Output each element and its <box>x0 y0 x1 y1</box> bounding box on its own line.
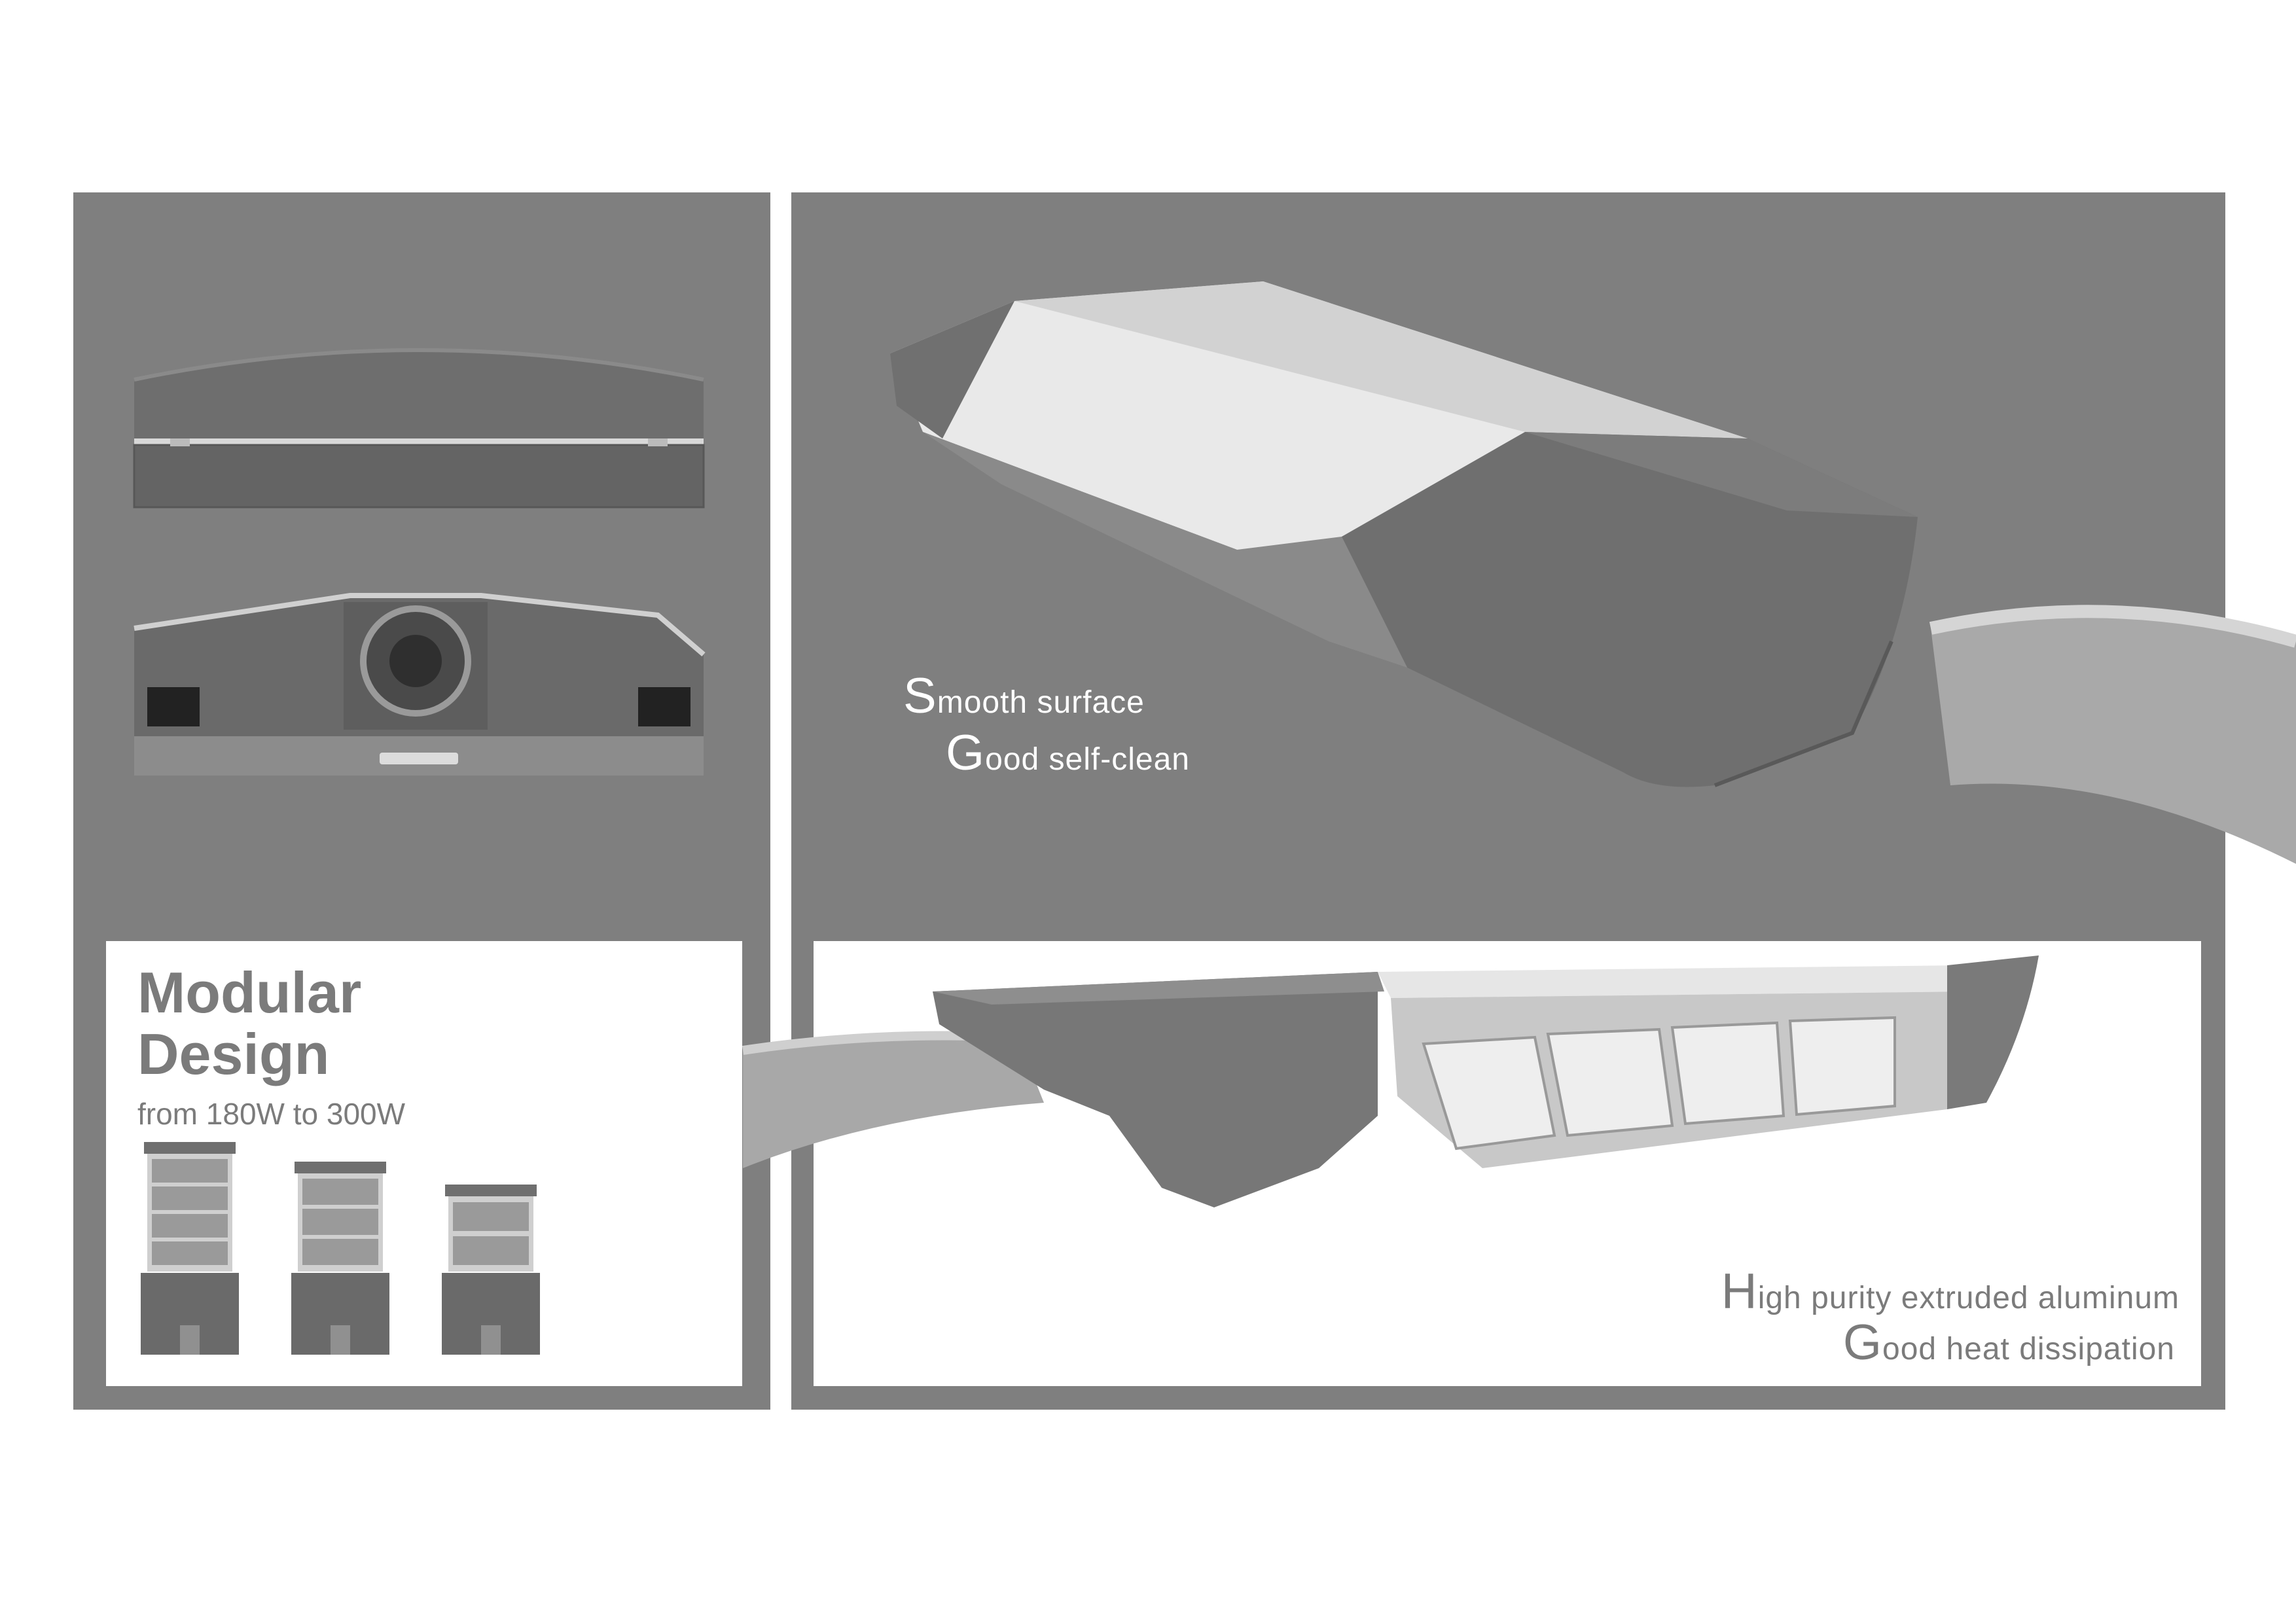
aluminum-caption: High purity extruded aluminum <box>1721 1263 2179 1320</box>
heat-rest: ood heat dissipation <box>1882 1332 2175 1366</box>
smooth-surface-caption: Smooth surface <box>903 668 1145 724</box>
variant-300w <box>141 1142 239 1355</box>
heat-dissipation-caption: Good heat dissipation <box>1843 1314 2175 1371</box>
variant-240w <box>291 1162 389 1355</box>
smooth-rest: mooth surface <box>937 685 1145 720</box>
front-view-image <box>133 348 705 508</box>
smooth-initial: S <box>903 668 937 724</box>
power-range-subtitle: from 180W to 300W <box>137 1097 406 1131</box>
aluminum-initial: H <box>1721 1264 1758 1319</box>
variants-image <box>141 1142 540 1355</box>
top-perspective-image <box>890 281 2296 864</box>
underside-perspective-image <box>742 955 2039 1207</box>
self-clean-rest: ood self-clean <box>985 742 1190 777</box>
modular-title-line2: Design <box>137 1022 330 1086</box>
aluminum-rest: igh purity extruded aluminum <box>1757 1281 2179 1315</box>
self-clean-caption: Good self-clean <box>946 724 1190 781</box>
led-module-array <box>1422 1016 1896 1150</box>
rear-mount-view-image <box>134 593 706 776</box>
modular-design-title: Modular Design <box>137 962 530 1085</box>
self-clean-initial: G <box>946 725 986 781</box>
variant-180w <box>442 1185 540 1355</box>
heat-initial: G <box>1842 1315 1883 1370</box>
modular-title-line1: Modular <box>137 960 362 1025</box>
